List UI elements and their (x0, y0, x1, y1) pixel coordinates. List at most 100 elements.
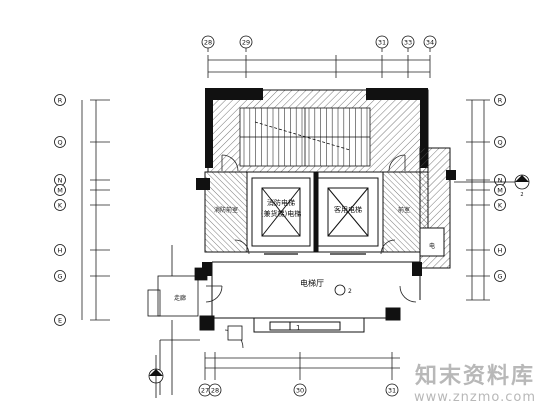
grid-bubble-circle (494, 244, 506, 256)
grid-bubble-label: H (58, 247, 63, 255)
grid-bubble-label: K (58, 202, 63, 210)
grid-bubble-label: M (497, 187, 503, 195)
room-label-passenger-elevator: 客用电梯 (334, 205, 362, 214)
grid-bubble-label: 33 (404, 39, 412, 47)
grid-bubble-label: 27 (201, 387, 209, 395)
lobby-section-marker: 2 (334, 284, 352, 296)
room-label-fire-elevator-sub: (兼货梯)电梯 (261, 209, 301, 218)
grid-bubble: R (494, 94, 506, 106)
grid-bubble-label: 34 (426, 39, 434, 47)
grid-bubble-label: G (57, 273, 62, 281)
elevator-shafts (246, 171, 384, 253)
grid-bubble-circle (54, 199, 66, 211)
grid-bubble-label: N (58, 177, 63, 185)
grid-bubble-label: Q (57, 139, 62, 147)
grid-bubble: N (494, 174, 506, 186)
grid-bubble-circle (385, 383, 399, 397)
detail-number: 1 (296, 324, 300, 332)
top-dimension (207, 48, 431, 78)
grid-bubble: 28 (208, 383, 222, 397)
grid-bubble: 31 (375, 35, 389, 49)
grid-bubble-circle (239, 35, 253, 49)
grid-bubble-circle (494, 136, 506, 148)
grid-bubble-label: 28 (211, 387, 219, 395)
grid-bubble: K (54, 199, 66, 211)
grid-bubble-label: H (498, 247, 503, 255)
grid-bubble-label: E (58, 317, 62, 325)
grid-bubble-label: 30 (296, 387, 304, 395)
watermark-title: 知末资料库 (414, 364, 535, 389)
grid-bubble-circle (423, 35, 437, 49)
grid-bubble: 33 (401, 35, 415, 49)
grid-bubble-circle (54, 184, 66, 196)
grid-bubble-circle (54, 136, 66, 148)
grid-bubble: 28 (201, 35, 215, 49)
grid-bubble-circle (201, 35, 215, 49)
grid-bubble-circle (208, 383, 222, 397)
bottom-dimension (204, 352, 400, 380)
grid-bubble: M (54, 184, 66, 196)
grid-bubble-label: 31 (378, 39, 386, 47)
grid-bubble-label: R (498, 97, 503, 105)
grid-bubble: Q (494, 136, 506, 148)
left-grid-bubbles: R Q NMK H G E (54, 94, 66, 326)
room-label-left: 消防前室 (214, 206, 238, 214)
grid-bubble: H (54, 244, 66, 256)
room-label-corridor: 走廊 (174, 294, 186, 302)
grid-bubble-circle (494, 270, 506, 282)
grid-bubble-circle (54, 244, 66, 256)
room-label-fire-elevator: 消防电梯 (267, 198, 295, 207)
grid-bubble-circle (494, 184, 506, 196)
grid-bubble-label: K (498, 202, 503, 210)
grid-bubble-circle (375, 35, 389, 49)
grid-bubble: 30 (293, 383, 307, 397)
grid-bubble: G (54, 270, 66, 282)
watermark: 知末资料库 www.znzmo.com (400, 364, 550, 406)
grid-bubble-label: M (57, 187, 63, 195)
grid-bubble: Q (54, 136, 66, 148)
lobby-walls (199, 261, 421, 333)
watermark-url: www.znzmo.com (413, 390, 536, 405)
top-grid-bubbles: 28 29 31 33 34 (201, 35, 437, 49)
grid-bubble: N (54, 174, 66, 186)
side-rooms (196, 147, 456, 276)
right-section-number: 2 (520, 192, 523, 198)
grid-bubble-label: Q (497, 139, 502, 147)
grid-bubble-circle (54, 314, 66, 326)
grid-bubble-circle (54, 94, 66, 106)
grid-bubble: K (494, 199, 506, 211)
stair-landing (240, 108, 370, 166)
right-grid-bubbles: R Q NMK H G (494, 94, 506, 282)
grid-bubble: H (494, 244, 506, 256)
grid-bubble: 34 (423, 35, 437, 49)
grid-bubble-circle (494, 94, 506, 106)
grid-bubble: E (54, 314, 66, 326)
section-mark-bottom (148, 355, 164, 398)
grid-bubble-circle (54, 270, 66, 282)
door-swings (205, 154, 417, 349)
left-dimension (81, 99, 110, 321)
grid-bubble: G (494, 270, 506, 282)
grid-bubble-circle (494, 199, 506, 211)
grid-bubble-label: G (497, 273, 502, 281)
section-mark-right (454, 174, 530, 190)
grid-bubble-label: 28 (204, 39, 212, 47)
grid-bubble-circle (293, 383, 307, 397)
grid-bubble: 29 (239, 35, 253, 49)
room-label-right: 前室 (398, 206, 410, 214)
grid-bubble: 31 (385, 383, 399, 397)
grid-bubble-label: N (498, 177, 503, 185)
grid-bubble-circle (401, 35, 415, 49)
grid-bubble: M (494, 184, 506, 196)
room-label-small: 电 (429, 242, 435, 250)
grid-bubble-label: 31 (388, 387, 396, 395)
left-annex (147, 245, 243, 395)
grid-bubble: R (54, 94, 66, 106)
room-label-lobby: 电梯厅 (300, 278, 324, 288)
right-dimension (466, 99, 490, 301)
grid-bubble-label: 29 (242, 39, 250, 47)
grid-bubble-label: R (58, 97, 63, 105)
lobby-section-number: 2 (348, 288, 352, 295)
